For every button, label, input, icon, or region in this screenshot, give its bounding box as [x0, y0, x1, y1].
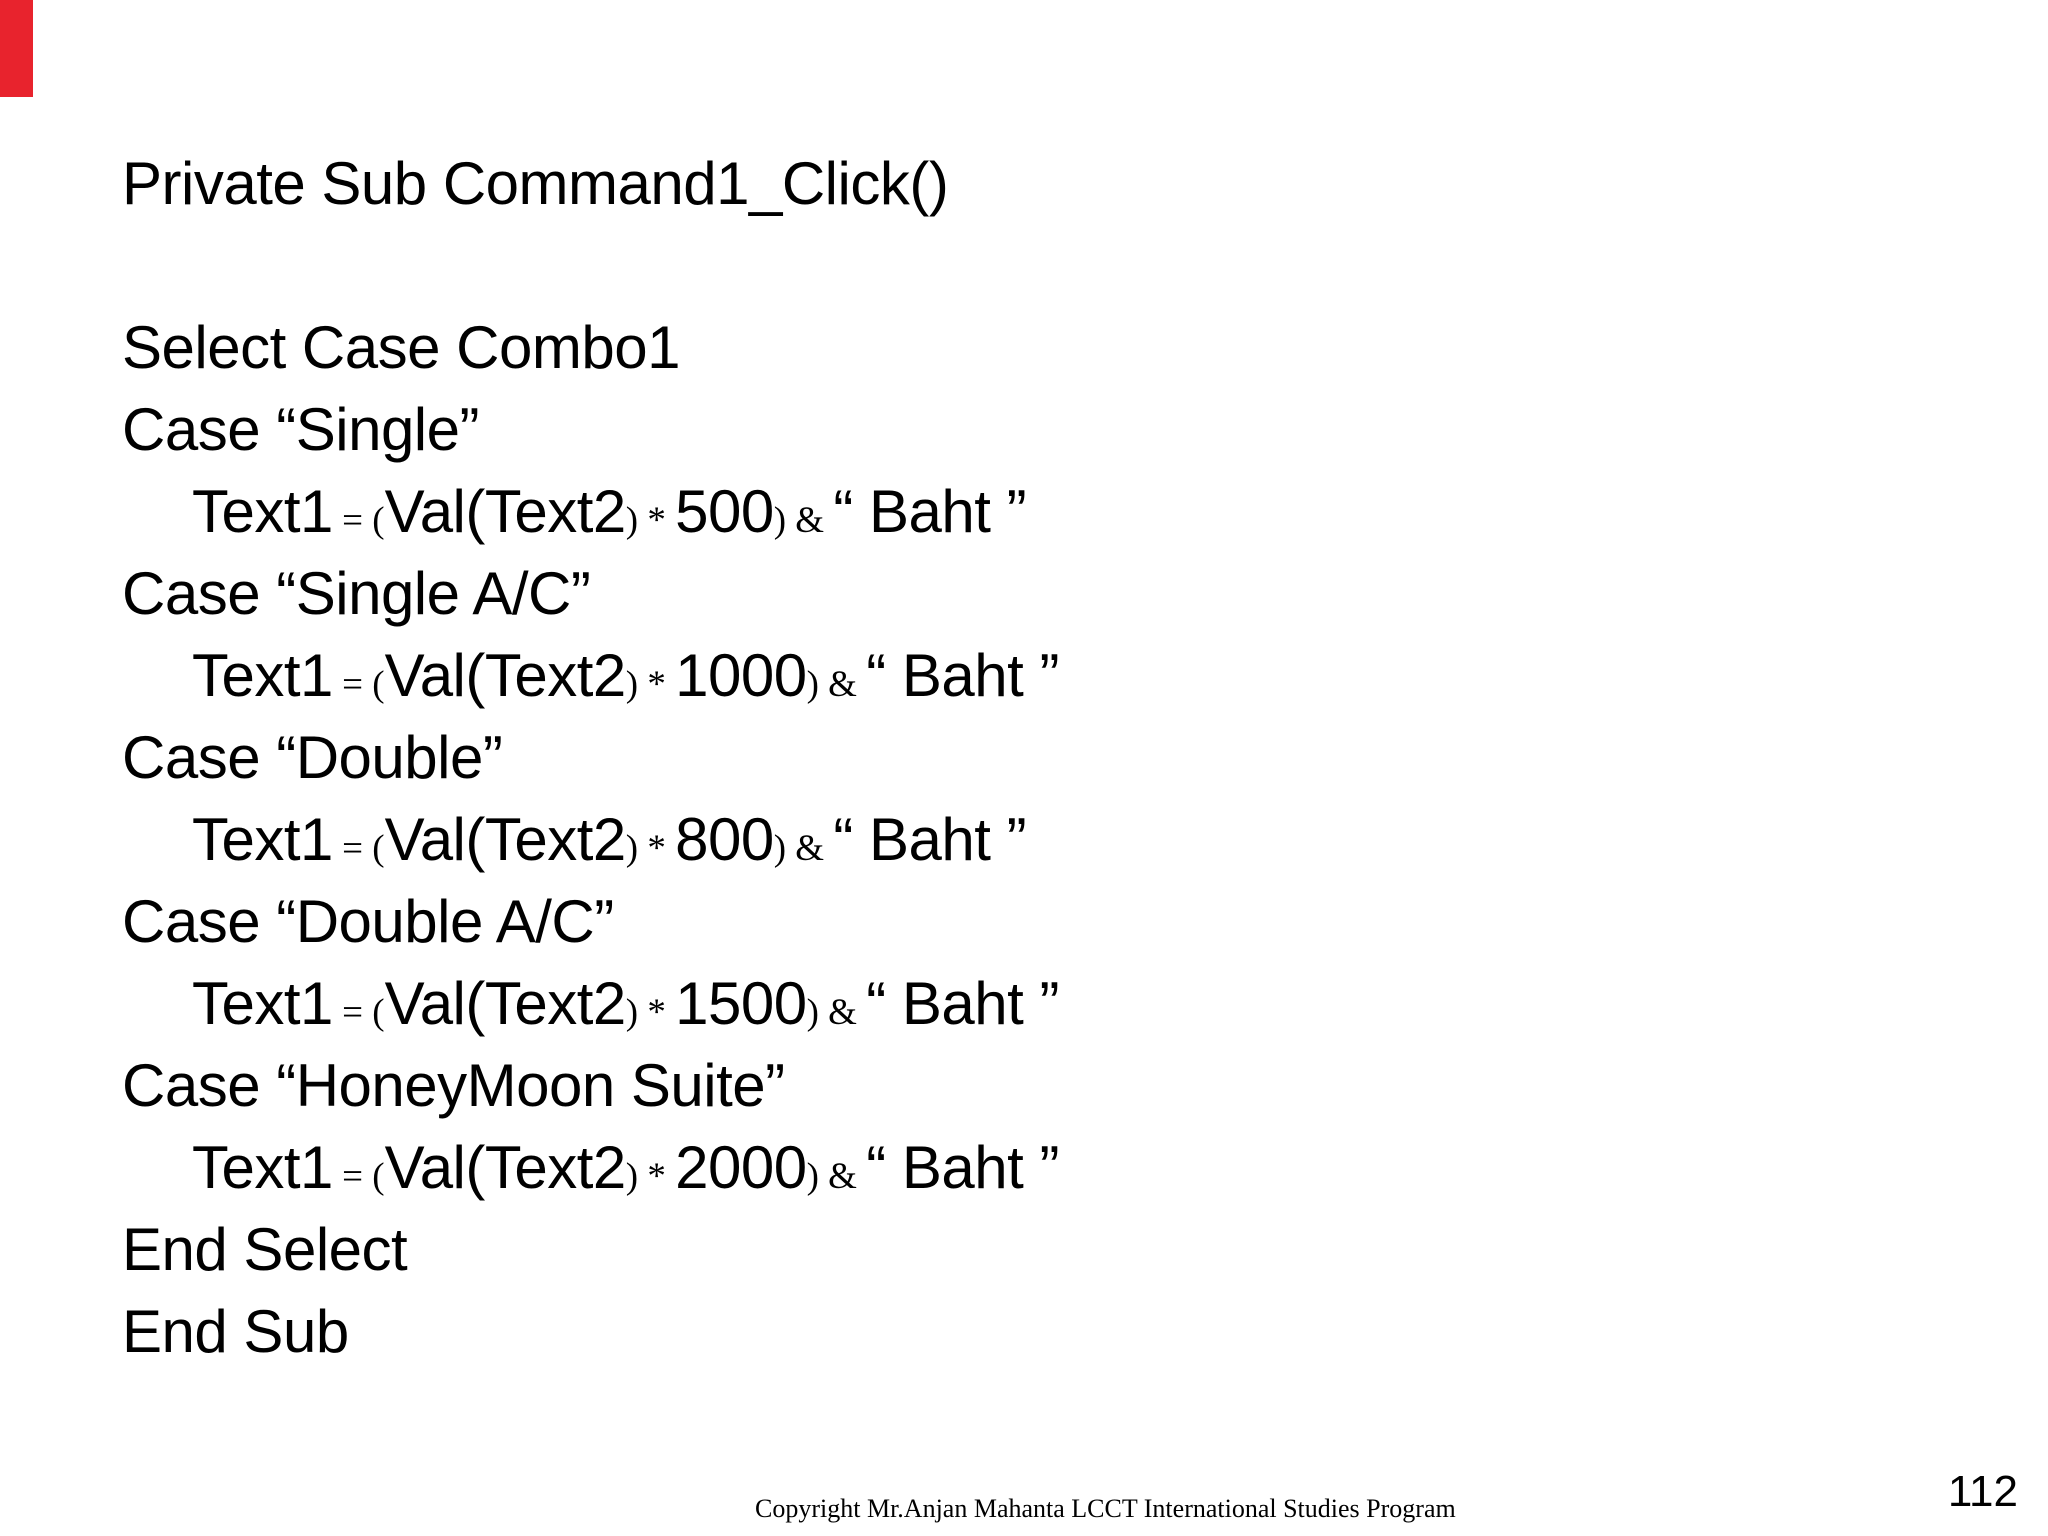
code-text-segment: Val(Text2	[384, 478, 627, 545]
code-operator-segment: = (	[332, 664, 385, 705]
code-operator-segment: ) &	[806, 992, 867, 1033]
code-text-segment: Val(Text2	[384, 806, 627, 873]
code-operator-segment: = (	[332, 828, 385, 869]
code-line: Case “Double A/C”	[122, 888, 614, 955]
code-text-segment: “ Baht ”	[833, 478, 1027, 545]
code-text-segment: Text1	[192, 806, 333, 873]
code-operator-segment: ) *	[625, 500, 676, 541]
page-number: 112	[1947, 1467, 2018, 1516]
code-line: Text1 = (Val(Text2) * 800) & “ Baht ”	[0, 799, 2048, 881]
code-line: Case “Single”	[122, 396, 480, 463]
code-line: End Sub	[122, 1298, 349, 1365]
code-text-segment: 2000	[675, 1134, 807, 1201]
code-text-segment: Text1	[192, 970, 333, 1037]
code-line: Text1 = (Val(Text2) * 2000) & “ Baht ”	[0, 1127, 2048, 1209]
code-operator-segment: ) &	[773, 828, 834, 869]
code-line: Select Case Combo1	[122, 314, 680, 381]
code-line: Text1 = (Val(Text2) * 1000) & “ Baht ”	[0, 635, 2048, 717]
code-text-segment: Val(Text2	[384, 642, 627, 709]
code-text-segment: Text1	[192, 1134, 333, 1201]
code-operator-segment: = (	[332, 1156, 385, 1197]
copyright-text: Copyright Mr.Anjan Mahanta LCCT Internat…	[755, 1494, 1456, 1523]
code-line: Private Sub Command1_Click()	[122, 150, 949, 217]
code-text-segment: 1000	[675, 642, 807, 709]
code-operator-segment: ) *	[625, 992, 676, 1033]
code-text-segment: “ Baht ”	[866, 970, 1059, 1037]
code-text-segment: Text1	[192, 478, 333, 545]
code-operator-segment: ) *	[625, 1156, 676, 1197]
code-line: Case “Double”	[122, 724, 503, 791]
code-line-blank	[0, 225, 2048, 307]
code-text-segment: 500	[675, 478, 774, 545]
code-text-segment: 800	[675, 806, 774, 873]
code-operator-segment: ) *	[625, 664, 676, 705]
code-line: Text1 = (Val(Text2) * 1500) & “ Baht ”	[0, 963, 2048, 1045]
code-text-segment: 1500	[675, 970, 807, 1037]
code-block: Private Sub Command1_Click() Select Case…	[0, 143, 2048, 1373]
code-text-segment: “ Baht ”	[833, 806, 1027, 873]
code-text-segment: Val(Text2	[384, 1134, 627, 1201]
code-line: Text1 = (Val(Text2) * 500) & “ Baht ”	[0, 471, 2048, 553]
code-line: End Select	[122, 1216, 408, 1283]
code-operator-segment: ) &	[806, 664, 867, 705]
code-text-segment: “ Baht ”	[866, 642, 1059, 709]
code-text-segment: Val(Text2	[384, 970, 627, 1037]
code-operator-segment: ) &	[806, 1156, 867, 1197]
code-text-segment: “ Baht ”	[866, 1134, 1059, 1201]
code-line: Case “HoneyMoon Suite”	[122, 1052, 785, 1119]
code-text-segment: Text1	[192, 642, 333, 709]
code-line: Case “Single A/C”	[122, 560, 591, 627]
code-operator-segment: = (	[332, 500, 385, 541]
code-operator-segment: = (	[332, 992, 385, 1033]
red-ribbon-decoration	[0, 0, 33, 97]
code-operator-segment: ) *	[625, 828, 676, 869]
code-operator-segment: ) &	[773, 500, 834, 541]
